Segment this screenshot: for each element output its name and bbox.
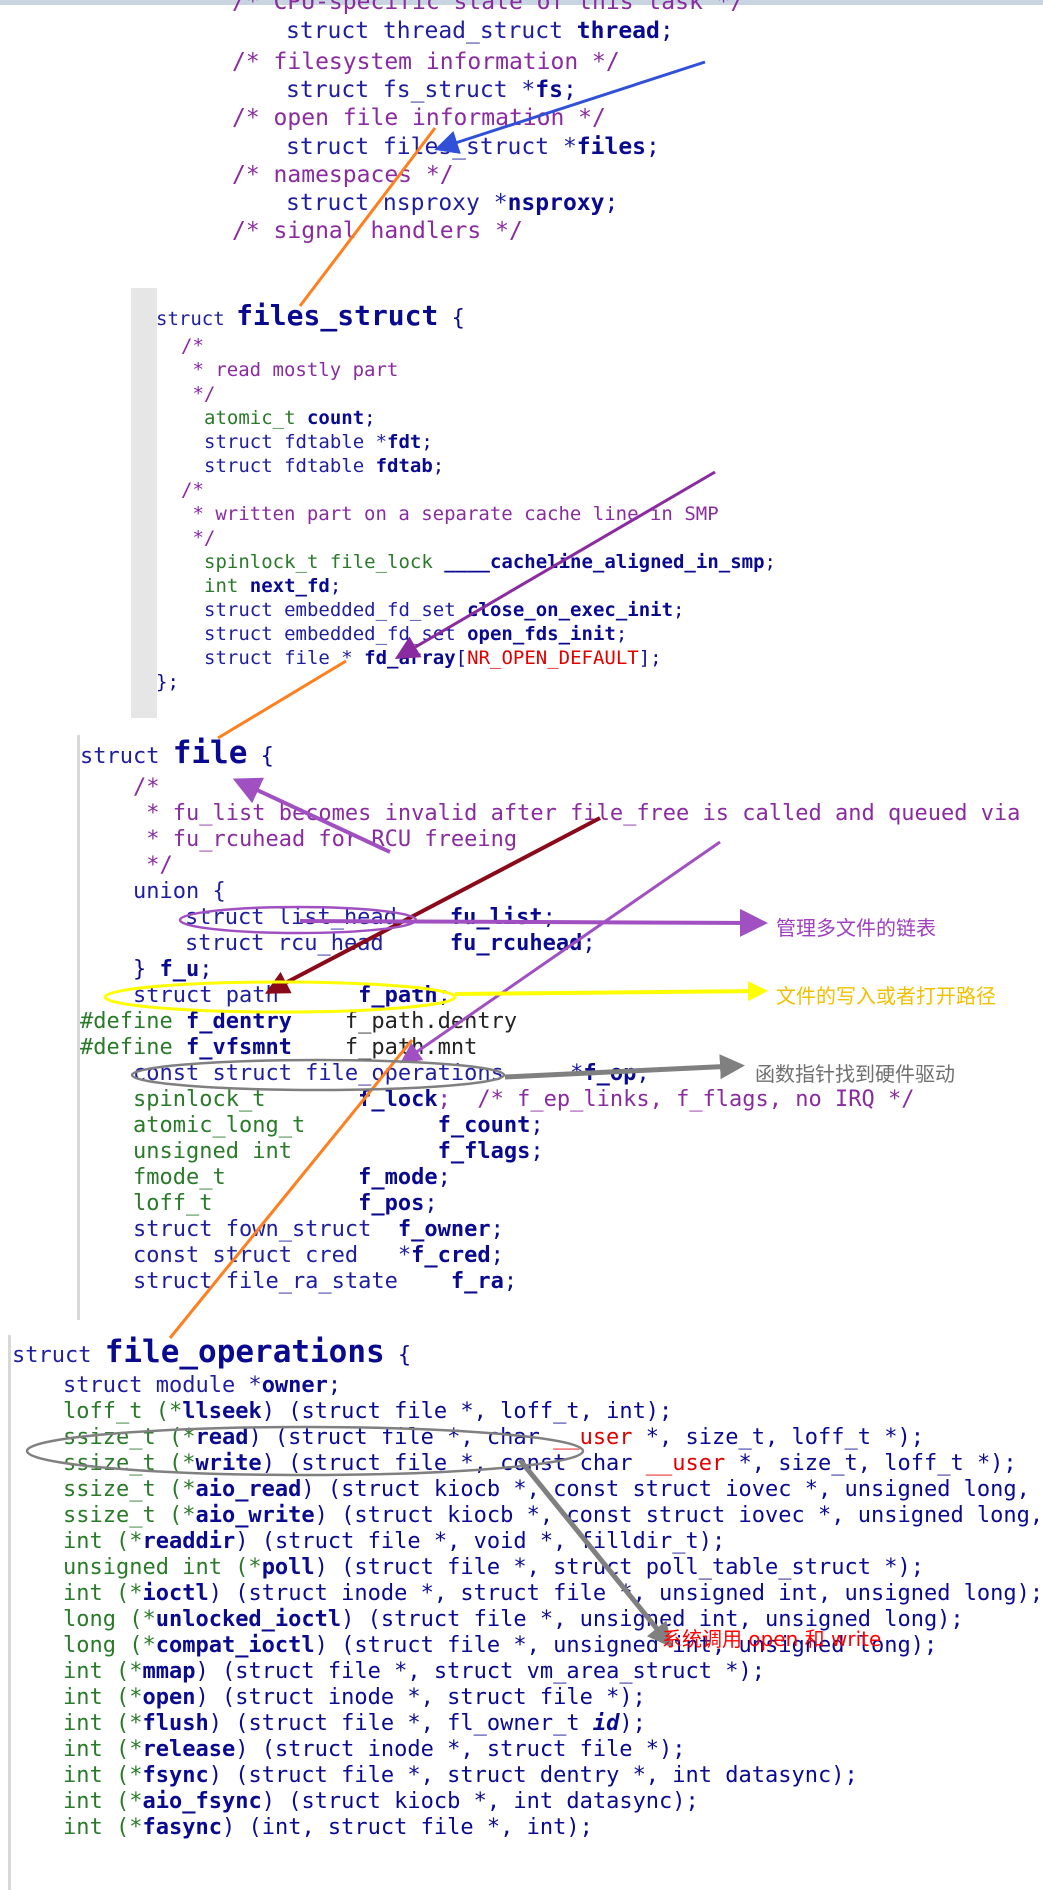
field-fdtab: struct fdtable fdtab; bbox=[204, 455, 445, 477]
op-ioctl: int (*ioctl) (struct inode *, struct fil… bbox=[63, 1581, 1043, 1606]
field-f-owner: struct fown_struct f_owner; bbox=[133, 1217, 504, 1242]
code-thread-line: struct thread_struct thread; bbox=[286, 18, 674, 44]
op-fasync: int (*fasync) (int, struct file *, int); bbox=[63, 1815, 593, 1840]
note-fop: 函数指针找到硬件驱动 bbox=[755, 1062, 955, 1086]
path-note-arrow bbox=[454, 981, 768, 1002]
note-syscall: 系统调用 open 和 write bbox=[662, 1627, 882, 1651]
files-struct-header: struct files_struct { bbox=[156, 299, 465, 332]
field-file-lock: spinlock_t file_lock ____cacheline_align… bbox=[204, 551, 776, 573]
field-close-on-exec: struct embedded_fd_set close_on_exec_ini… bbox=[204, 599, 685, 621]
comment-read-mostly: * read mostly part bbox=[181, 359, 399, 381]
comment-close: */ bbox=[133, 853, 173, 878]
define-f-vfsmnt: #define f_vfsmnt f_path.mnt bbox=[80, 1035, 478, 1060]
op-owner: struct module *owner; bbox=[63, 1373, 342, 1398]
op-llseek: loff_t (*llseek) (struct file *, loff_t,… bbox=[63, 1399, 673, 1424]
file-operations-header: struct file_operations { bbox=[12, 1334, 412, 1370]
comment-namespaces: /* namespaces */ bbox=[232, 162, 454, 188]
comment-close-2: */ bbox=[181, 527, 216, 549]
comment-open: /* bbox=[133, 775, 160, 800]
file-struct-header: struct file { bbox=[80, 735, 274, 771]
field-f-cred: const struct cred *f_cred; bbox=[133, 1243, 504, 1268]
op-aio-fsync: int (*aio_fsync) (struct kiocb *, int da… bbox=[63, 1789, 699, 1814]
comment-filesystem: /* filesystem information */ bbox=[232, 49, 620, 75]
union-open: union { bbox=[133, 879, 226, 904]
field-f-lock: spinlock_t f_lock; /* f_ep_links, f_flag… bbox=[133, 1087, 915, 1112]
comment-signal: /* signal handlers */ bbox=[232, 218, 523, 244]
field-f-mode: fmode_t f_mode; bbox=[133, 1165, 451, 1190]
panel-separator bbox=[77, 735, 80, 1320]
comment-fu-list: * fu_list becomes invalid after file_fre… bbox=[133, 801, 1021, 826]
window-top-border bbox=[0, 0, 1043, 5]
comment-cpu-state: /* CPU-specific state of this task */ bbox=[232, 0, 745, 15]
field-f-op: const struct file_operations *f_op; bbox=[133, 1061, 650, 1086]
orange-line-2 bbox=[217, 659, 347, 740]
op-mmap: int (*mmap) (struct file *, struct vm_ar… bbox=[63, 1659, 766, 1684]
field-count: atomic_t count; bbox=[204, 407, 376, 429]
field-f-flags: unsigned int f_flags; bbox=[133, 1139, 544, 1164]
op-readdir: int (*readdir) (struct file *, void *, f… bbox=[63, 1529, 726, 1554]
union-close: } f_u; bbox=[133, 957, 213, 982]
field-f-ra: struct file_ra_state f_ra; bbox=[133, 1269, 518, 1294]
define-f-dentry: #define f_dentry f_path.dentry bbox=[80, 1009, 518, 1034]
op-write: ssize_t (*write) (struct file *, const c… bbox=[63, 1451, 1017, 1476]
comment-close: */ bbox=[181, 383, 216, 405]
note-path: 文件的写入或者打开路径 bbox=[776, 984, 996, 1008]
op-open: int (*open) (struct inode *, struct file… bbox=[63, 1685, 646, 1710]
panel-separator-2 bbox=[8, 1335, 11, 1890]
code-files-line: struct files_struct *files; bbox=[286, 134, 660, 160]
comment-open: /* bbox=[181, 335, 204, 357]
code-nsproxy-line: struct nsproxy *nsproxy; bbox=[286, 190, 619, 216]
field-f-count: atomic_long_t f_count; bbox=[133, 1113, 544, 1138]
field-fd-array: struct file * fd_array[NR_OPEN_DEFAULT]; bbox=[204, 647, 662, 669]
code-fs-line: struct fs_struct *fs; bbox=[286, 77, 577, 103]
op-aio-read: ssize_t (*aio_read) (struct kiocb *, con… bbox=[63, 1477, 1043, 1502]
op-flush: int (*flush) (struct file *, fl_owner_t … bbox=[63, 1711, 646, 1736]
field-fdt: struct fdtable *fdt; bbox=[204, 431, 433, 453]
field-open-fds: struct embedded_fd_set open_fds_init; bbox=[204, 623, 628, 645]
field-fu-list: struct list_head fu_list; bbox=[185, 905, 556, 930]
op-aio-write: ssize_t (*aio_write) (struct kiocb *, co… bbox=[63, 1503, 1043, 1528]
comment-written-part: * written part on a separate cache line … bbox=[181, 503, 719, 525]
editor-gutter bbox=[131, 288, 157, 718]
comment-open-2: /* bbox=[181, 479, 204, 501]
field-f-pos: loff_t f_pos; bbox=[133, 1191, 438, 1216]
note-list: 管理多文件的链表 bbox=[776, 916, 936, 940]
files-struct-close: }; bbox=[156, 671, 179, 693]
op-fsync: int (*fsync) (struct file *, struct dent… bbox=[63, 1763, 858, 1788]
op-read: ssize_t (*read) (struct file *, char __u… bbox=[63, 1425, 924, 1450]
op-release: int (*release) (struct inode *, struct f… bbox=[63, 1737, 686, 1762]
comment-open-file: /* open file information */ bbox=[232, 105, 606, 131]
field-fu-rcuhead: struct rcu_head fu_rcuhead; bbox=[185, 931, 596, 956]
op-poll: unsigned int (*poll) (struct file *, str… bbox=[63, 1555, 924, 1580]
field-f-path: struct path f_path; bbox=[133, 983, 451, 1008]
field-next-fd: int next_fd; bbox=[204, 575, 342, 597]
comment-fu-rcuhead: * fu_rcuhead for RCU freeing bbox=[133, 827, 518, 852]
